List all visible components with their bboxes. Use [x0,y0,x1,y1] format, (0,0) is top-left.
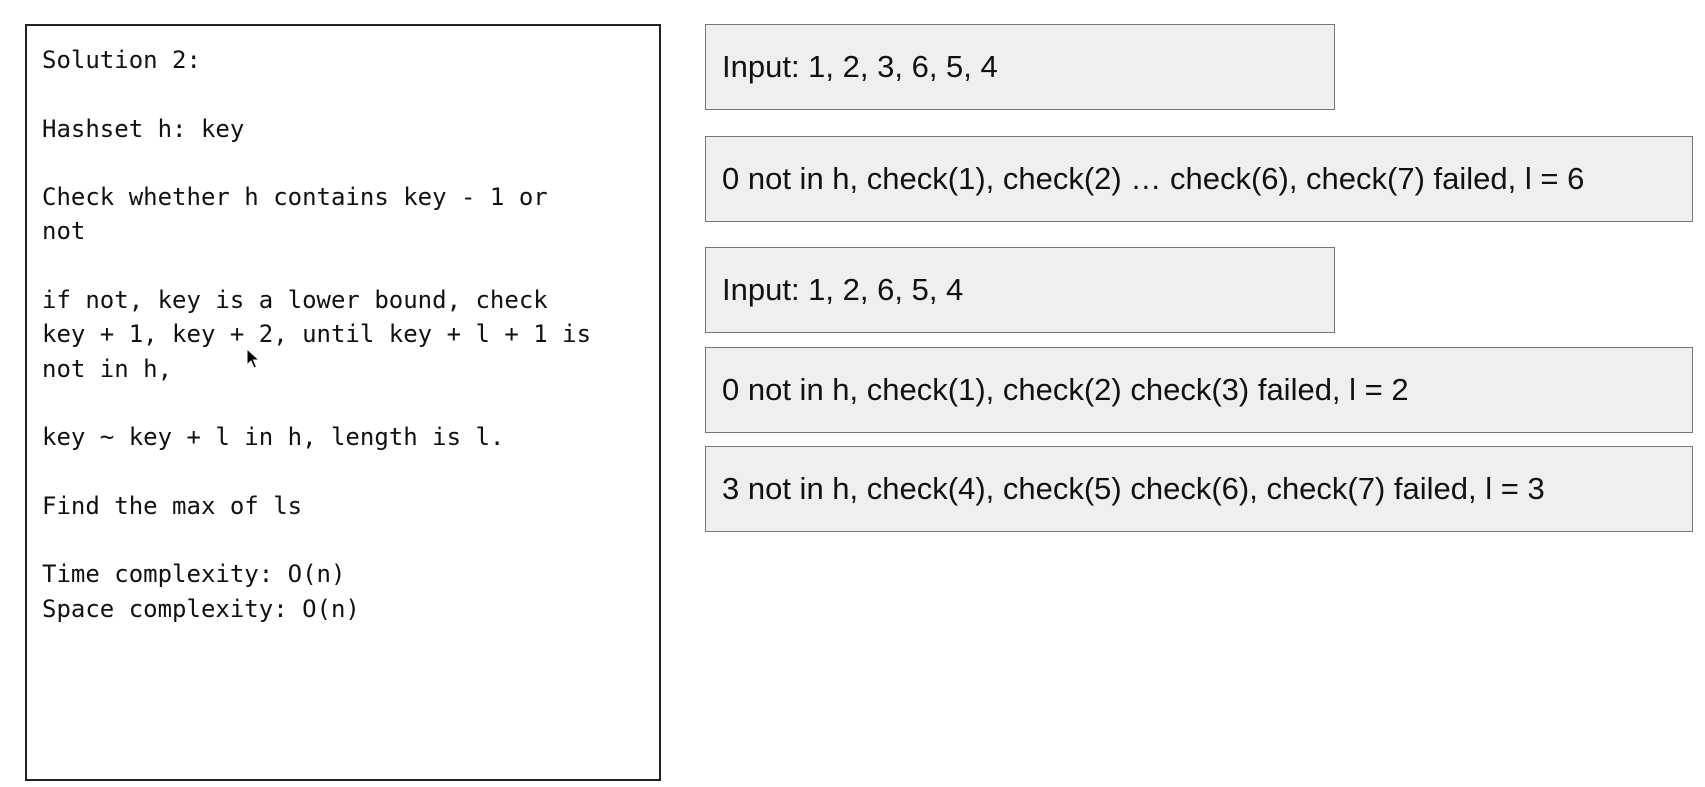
example-trace-2[interactable]: 0 not in h, check(1), check(2) check(3) … [705,347,1693,433]
example-input-2[interactable]: Input: 1, 2, 6, 5, 4 [705,247,1335,333]
example-trace-2-text: 0 not in h, check(1), check(2) check(3) … [722,372,1409,407]
example-input-1[interactable]: Input: 1, 2, 3, 6, 5, 4 [705,24,1335,110]
example-trace-1[interactable]: 0 not in h, check(1), check(2) … check(6… [705,136,1693,222]
mouse-pointer-icon [246,348,260,369]
example-trace-3[interactable]: 3 not in h, check(4), check(5) check(6),… [705,446,1693,532]
example-input-2-text: Input: 1, 2, 6, 5, 4 [722,272,964,307]
example-trace-1-text: 0 not in h, check(1), check(2) … check(6… [722,161,1585,196]
example-trace-3-text: 3 not in h, check(4), check(5) check(6),… [722,471,1545,506]
solution-code-text: Solution 2: Hashset h: key Check whether… [42,46,592,623]
solution-code-panel[interactable]: Solution 2: Hashset h: key Check whether… [25,24,661,781]
example-input-1-text: Input: 1, 2, 3, 6, 5, 4 [722,49,998,84]
